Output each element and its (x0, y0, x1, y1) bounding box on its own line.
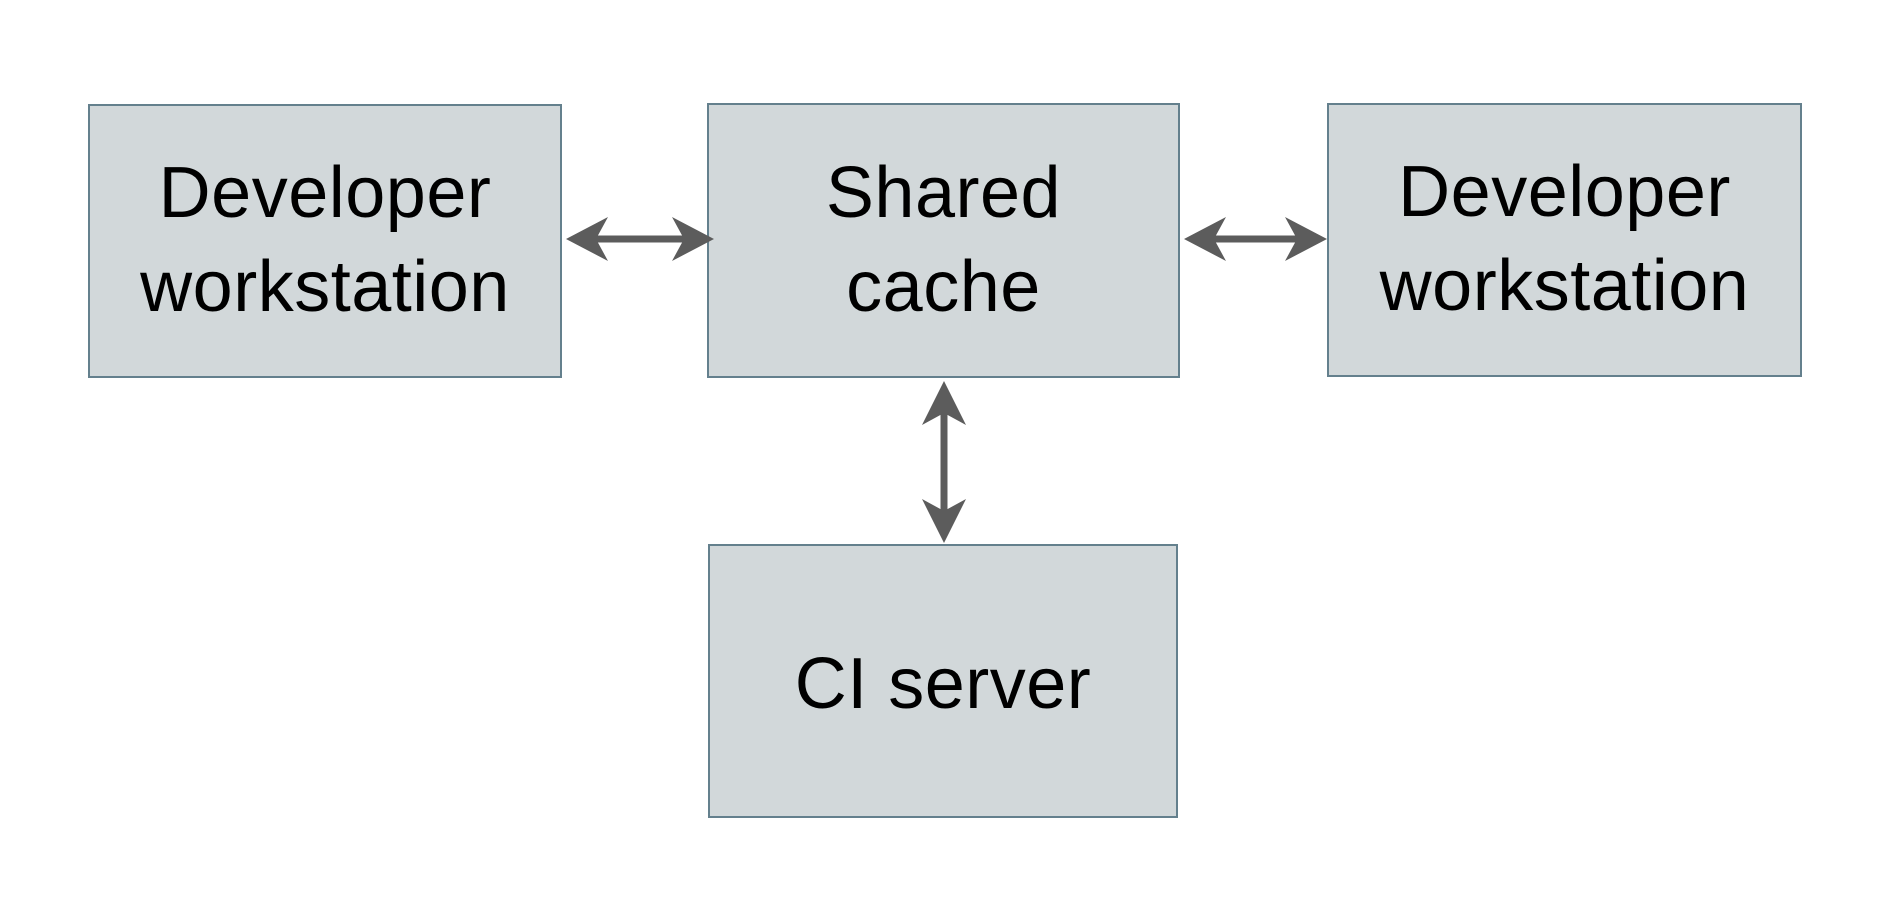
node-label: CI server (794, 644, 1092, 725)
node-developer-workstation-left: Developer workstation (88, 104, 562, 378)
double-arrow-icon-right (1184, 217, 1327, 261)
double-arrow-icon-down (922, 381, 966, 543)
node-shared-cache: Shared cache (707, 103, 1180, 378)
node-label: Shared cache (825, 152, 1062, 327)
double-arrow-icon-left (566, 217, 714, 261)
node-ci-server: CI server (708, 544, 1178, 818)
node-label: Developer workstation (140, 153, 510, 327)
node-label: Developer workstation (1379, 152, 1750, 326)
node-developer-workstation-right: Developer workstation (1327, 103, 1802, 377)
